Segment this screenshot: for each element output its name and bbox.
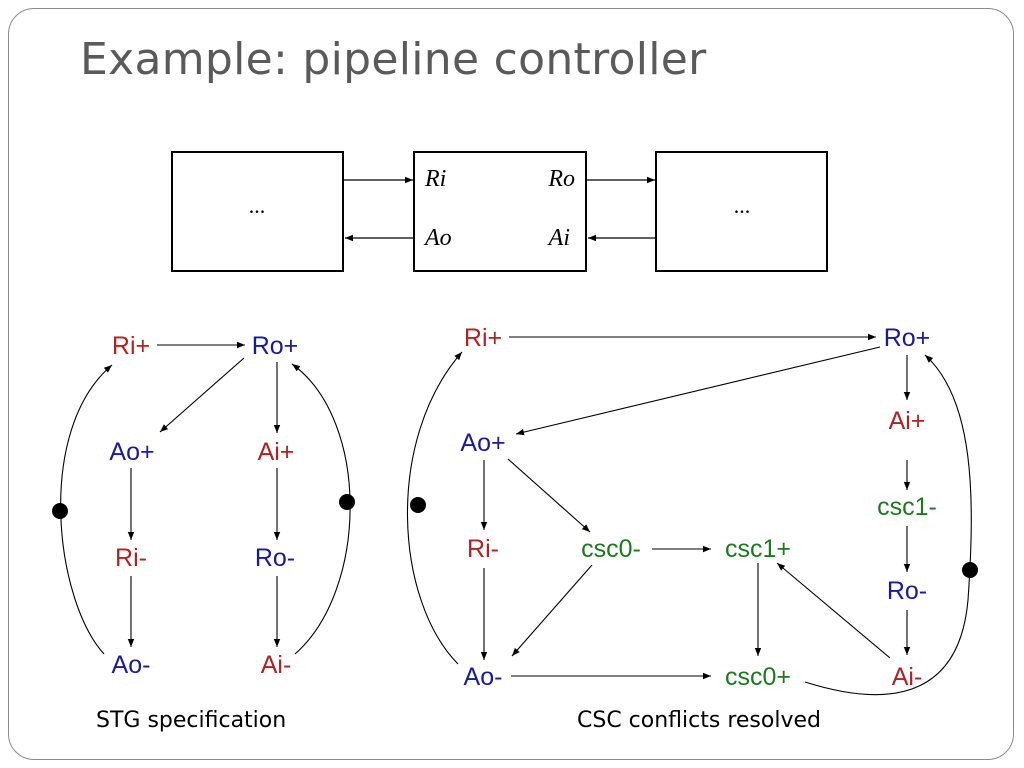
csc-node-csc0-plus: csc0+ [725, 663, 791, 691]
port-ro: Ro [547, 166, 575, 192]
csc-node-csc0-minus: csc0- [581, 535, 641, 563]
csc-arc-ai-csc1-plus [776, 562, 891, 659]
csc-node-ao-minus: Ao- [464, 663, 503, 691]
stg-token-left [52, 503, 68, 519]
stg-node-ai-minus: Ai- [261, 651, 292, 679]
csc-arc-ao-csc0 [507, 458, 591, 533]
stg-node-ri-plus: Ri+ [112, 332, 150, 360]
csc-node-ai-minus: Ai- [892, 663, 923, 691]
csc-node-ao-plus: Ao+ [460, 429, 505, 457]
controller-box [413, 151, 587, 272]
csc-token-right [962, 562, 978, 578]
right-box-label: ... [734, 193, 751, 218]
csc-node-ro-plus: Ro+ [884, 324, 931, 352]
port-ai: Ai [547, 225, 570, 251]
csc-caption: CSC conflicts resolved [577, 708, 821, 733]
csc-node-ri-minus: Ri- [467, 535, 499, 563]
port-ri: Ri [424, 166, 446, 192]
stg-node-ao-minus: Ao- [112, 651, 151, 679]
right-stage-box [655, 151, 828, 272]
left-stage-box [171, 151, 344, 272]
block-diagram: ... ... Ri Ro Ao Ai [171, 151, 828, 272]
slide-title: Example: pipeline controller [80, 34, 707, 85]
csc-arc-ro-ao [515, 346, 881, 436]
csc-node-ai-plus: Ai+ [889, 407, 926, 435]
stg-node-ro-minus: Ro- [255, 544, 295, 572]
csc-node-csc1-minus: csc1- [877, 493, 937, 521]
csc-token-left [410, 497, 426, 513]
csc-nodes: Ri+ Ro+ Ai+ Ao+ csc1- Ri- csc0- csc1+ Ro… [460, 324, 936, 691]
stg-arc-ao-minus-ri-plus [60, 364, 113, 655]
stg-node-ro-plus: Ro+ [252, 332, 299, 360]
stg-caption: STG specification [96, 708, 287, 733]
csc-node-ro-minus: Ro- [887, 577, 927, 605]
stg-node-ri-minus: Ri- [115, 544, 147, 572]
stg-node-ai-plus: Ai+ [258, 438, 295, 466]
stg-arc-ai-minus-ro-plus [291, 363, 351, 655]
csc-arc-csc0-ao [511, 564, 593, 657]
csc-node-csc1-plus: csc1+ [725, 535, 791, 563]
csc-node-ri-plus: Ri+ [464, 324, 502, 352]
csc-arc-csc0-plus-ro-plus [804, 354, 972, 696]
stg-arc-ro-ao [159, 357, 245, 433]
port-ao: Ao [423, 225, 452, 251]
slide-frame [8, 8, 1014, 760]
csc-graph [406, 333, 972, 696]
left-box-label: ... [249, 193, 266, 218]
stg-token-right [339, 494, 355, 510]
stg-graph [60, 341, 351, 655]
csc-arc-ao-minus-ri-plus [406, 351, 463, 665]
stg-node-ao-plus: Ao+ [109, 438, 154, 466]
stg-nodes: Ri+ Ro+ Ao+ Ai+ Ri- Ro- Ao- Ai- [109, 332, 298, 679]
